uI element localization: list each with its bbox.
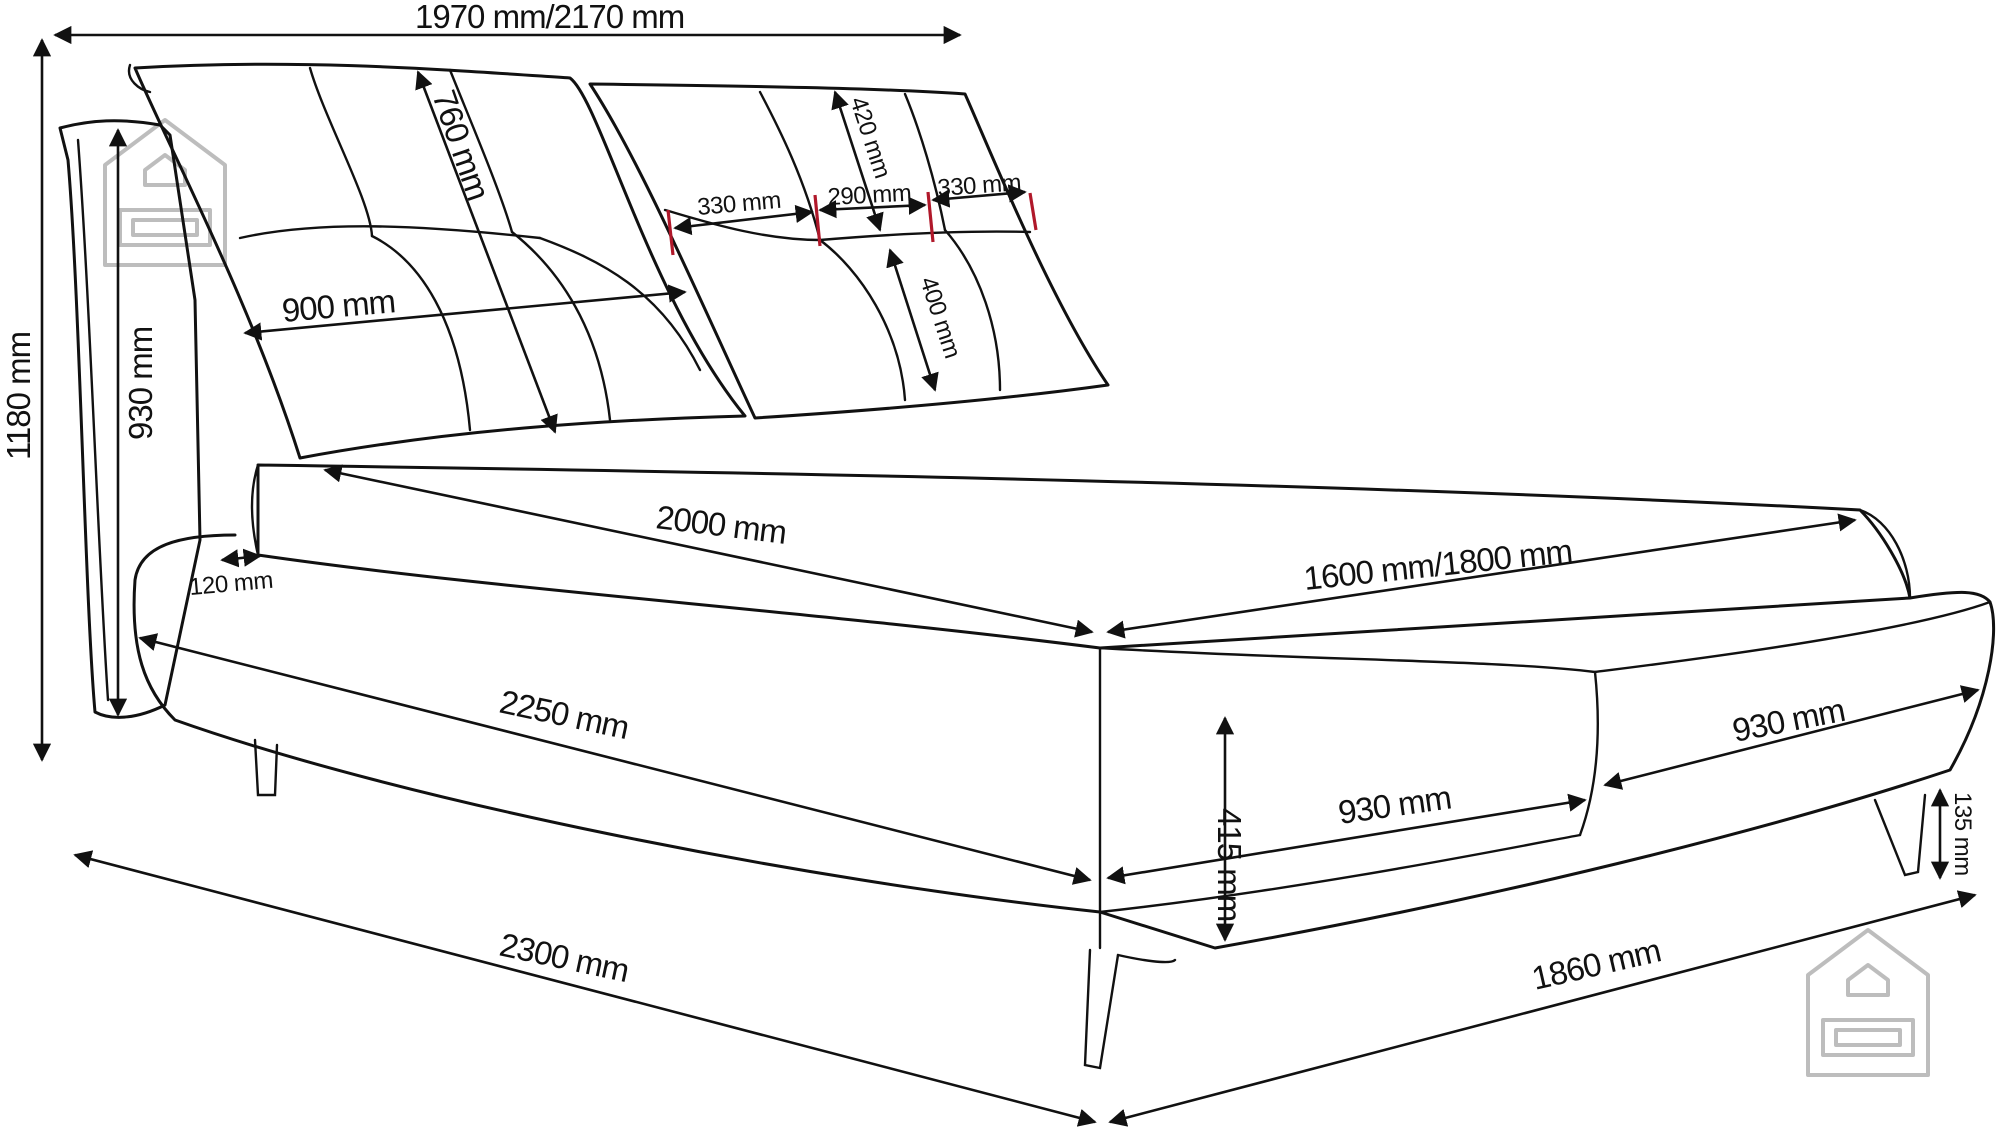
- headboard: [58, 119, 202, 719]
- leg-height-label: 135 mm: [1949, 792, 1976, 876]
- mattress-width-label: 1600 mm/1800 mm: [1302, 532, 1574, 597]
- segment-tick-markers: [666, 191, 1038, 256]
- storage-front-label: 930 mm: [1336, 779, 1453, 831]
- headboard-height-label: 930 mm: [122, 327, 159, 440]
- mattress: [250, 463, 1912, 650]
- total-length-label: 2300 mm: [497, 926, 632, 989]
- pillow-height-label: 760 mm: [425, 85, 497, 204]
- dimension-lines: [32, 25, 1980, 1127]
- storage-side-label: 930 mm: [1729, 691, 1847, 749]
- total-height-label: 1180 mm: [0, 332, 37, 460]
- bed-height-label: 415 mm: [1211, 808, 1248, 921]
- frame-length-label: 2250 mm: [497, 683, 632, 746]
- house-sofa-watermark-icon: [1806, 928, 1930, 1077]
- headboard-width-label: 1970 mm/2170 mm: [415, 0, 684, 35]
- tuft-top-label: 420 mm: [844, 94, 896, 182]
- bed-frame: [132, 533, 1996, 1070]
- segment-c-label: 330 mm: [937, 169, 1022, 202]
- frame-border-label: 120 mm: [188, 567, 274, 601]
- segment-b-label: 290 mm: [827, 180, 912, 211]
- house-sofa-watermark-icon: [103, 118, 227, 267]
- total-width-label: 1860 mm: [1528, 931, 1664, 996]
- pillow-width-label: 900 mm: [280, 282, 396, 329]
